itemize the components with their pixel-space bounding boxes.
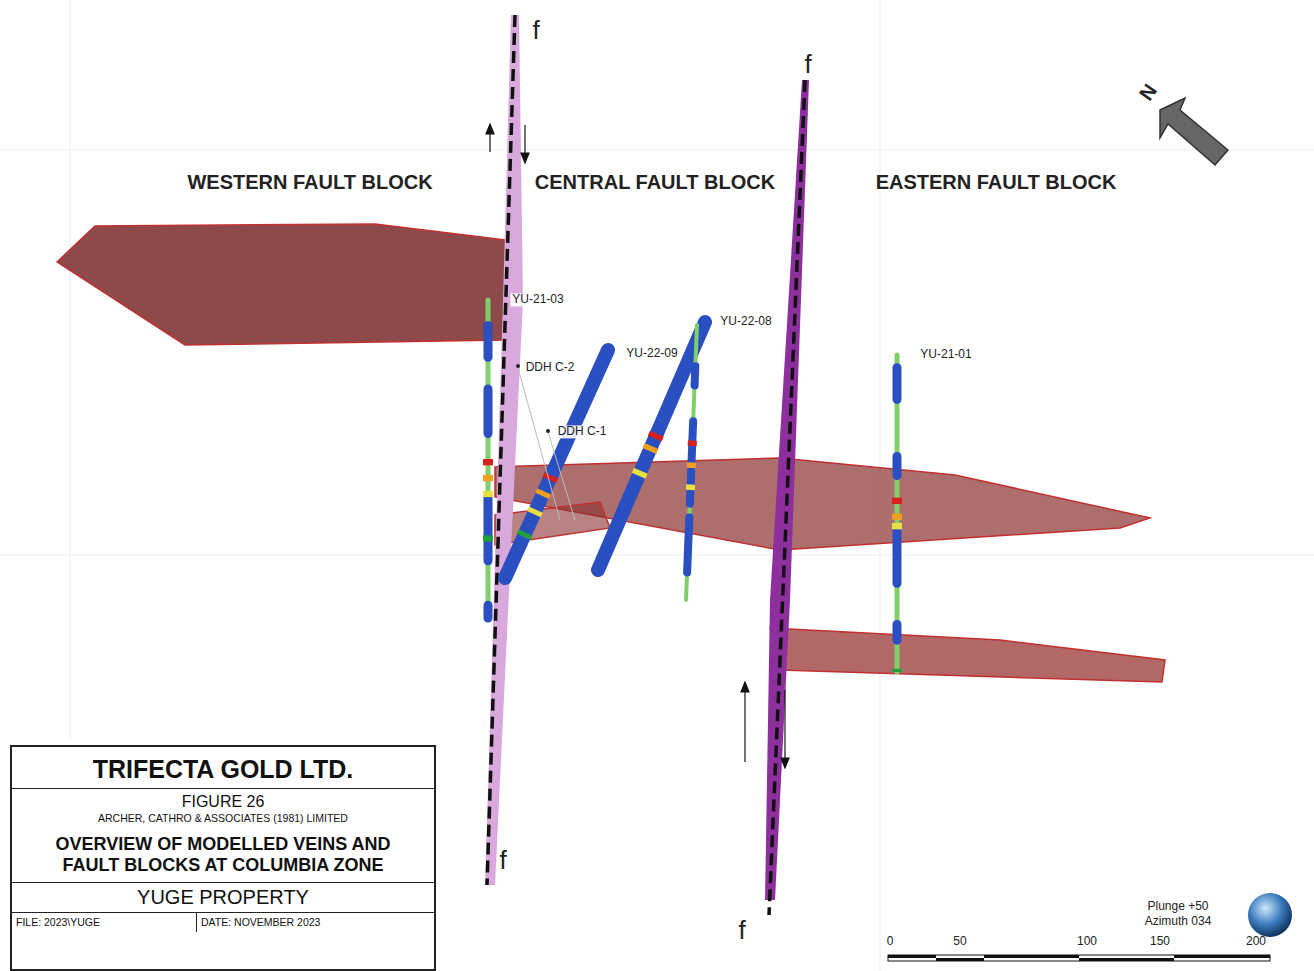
hole-label: YU-21-01	[918, 348, 973, 361]
fault-label: f	[530, 16, 541, 45]
drill-hole	[686, 325, 697, 600]
scale-bar	[888, 955, 1270, 961]
view-note: Azimuth 034	[1143, 915, 1214, 928]
block-name: WESTERN FAULT BLOCK	[185, 171, 434, 193]
title-text: FIGURE 26	[12, 789, 434, 811]
block-name: EASTERN FAULT BLOCK	[874, 171, 1119, 193]
fault-label: f	[497, 846, 508, 875]
fault-label: f	[802, 50, 813, 79]
orientation-globe	[1248, 893, 1292, 937]
hole-label: DDH C-1	[556, 425, 609, 438]
drill-hole	[488, 300, 489, 618]
scale-number: 0	[885, 935, 896, 948]
view-note: Plunge +50	[1145, 900, 1210, 913]
vein-planes	[57, 224, 1165, 682]
fault-label: f	[736, 916, 747, 945]
title-text: ARCHER, CATHRO & ASSOCIATES (1981) LIMIT…	[12, 811, 434, 830]
title-text: OVERVIEW OF MODELLED VEINS AND FAULT BLO…	[12, 830, 434, 882]
fault-planes	[485, 15, 809, 915]
scale-number: 200	[1244, 935, 1268, 948]
block-name: CENTRAL FAULT BLOCK	[533, 171, 777, 193]
hole-label: YU-21-03	[510, 293, 565, 306]
title-cell: DATE: NOVEMBER 2023	[196, 913, 434, 932]
title-row: FILE: 2023\YUGEDATE: NOVEMBER 2023	[12, 913, 434, 932]
scale-number: 50	[951, 935, 968, 948]
north-arrow	[1160, 98, 1228, 165]
hole-label: YU-22-09	[624, 347, 679, 360]
hole-label: YU-22-08	[718, 315, 773, 328]
scale-number: 150	[1148, 935, 1172, 948]
title-block: TRIFECTA GOLD LTD.FIGURE 26ARCHER, CATHR…	[10, 745, 436, 971]
drill-holes	[488, 300, 897, 672]
drill-hole	[897, 355, 898, 672]
title-cell: FILE: 2023\YUGE	[12, 913, 196, 932]
north-label: N	[1134, 78, 1163, 106]
hole-label: DDH C-2	[524, 361, 577, 374]
movement-arrows	[486, 124, 789, 768]
title-text: TRIFECTA GOLD LTD.	[12, 747, 434, 789]
scale-number: 100	[1075, 935, 1099, 948]
drill-hole	[505, 350, 608, 578]
title-text: YUGE PROPERTY	[12, 883, 434, 913]
